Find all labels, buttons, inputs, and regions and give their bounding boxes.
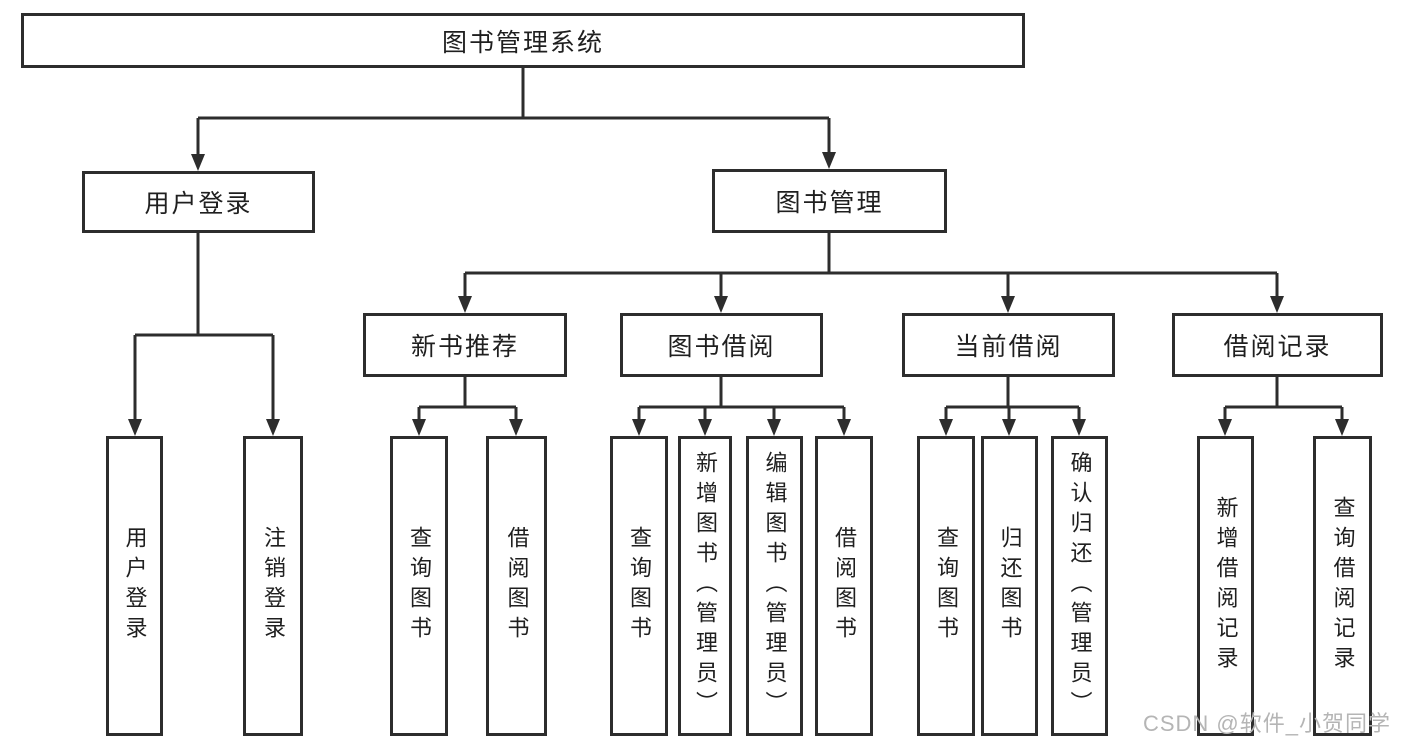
leaf-return-books: 归还图书 xyxy=(981,436,1038,736)
leaf-query-books-borrow: 查询图书 xyxy=(610,436,668,736)
node-new-book-recommend: 新书推荐 xyxy=(363,313,567,377)
leaf-add-borrow-record: 新增借阅记录 xyxy=(1197,436,1254,736)
leaf-borrow-books: 借阅图书 xyxy=(815,436,873,736)
leaf-query-borrow-record: 查询借阅记录 xyxy=(1313,436,1372,736)
node-book-borrow: 图书借阅 xyxy=(620,313,823,377)
node-book-management: 图书管理 xyxy=(712,169,947,233)
leaf-borrow-books-recommend: 借阅图书 xyxy=(486,436,547,736)
connector-path xyxy=(133,68,1344,421)
leaf-logout: 注销登录 xyxy=(243,436,303,736)
leaf-confirm-return-admin: 确认归还（管理员） xyxy=(1051,436,1108,736)
leaf-user-login: 用户登录 xyxy=(106,436,163,736)
leaf-add-book-admin: 新增图书（管理员） xyxy=(678,436,732,736)
watermark: CSDN @软件_小贺同学 xyxy=(1142,711,1391,736)
node-borrow-records: 借阅记录 xyxy=(1172,313,1383,377)
node-root: 图书管理系统 xyxy=(21,13,1025,68)
node-user-login: 用户登录 xyxy=(82,171,315,233)
leaf-edit-book-admin: 编辑图书（管理员） xyxy=(746,436,803,736)
node-current-borrow: 当前借阅 xyxy=(902,313,1115,377)
leaf-query-books-current: 查询图书 xyxy=(917,436,975,736)
leaf-query-books-recommend: 查询图书 xyxy=(390,436,448,736)
